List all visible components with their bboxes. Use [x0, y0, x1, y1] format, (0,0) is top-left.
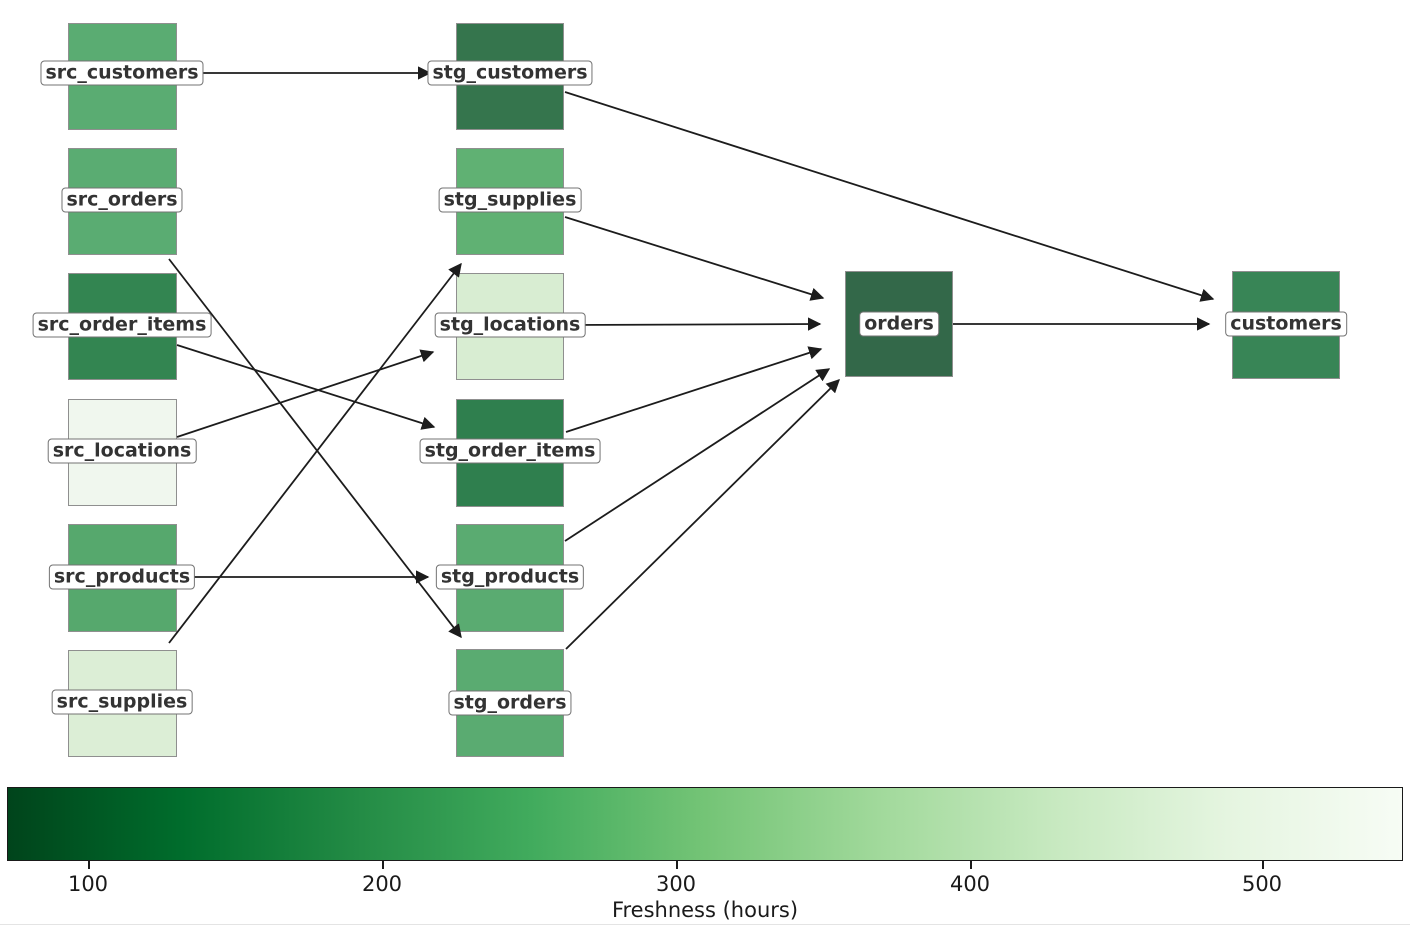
edge-src_locations-to-stg_locations [176, 349, 435, 438]
node-label-stg_locations: stg_locations [434, 312, 586, 338]
edge-stg_products-to-orders [564, 368, 831, 542]
figure-bottom-edge [0, 924, 1410, 925]
node-label-orders: orders [859, 311, 939, 337]
colorbar-tick-label-400: 400 [949, 872, 991, 896]
node-label-src_supplies: src_supplies [51, 689, 193, 715]
colorbar-tick-label-200: 200 [361, 872, 403, 896]
edge-src_supplies-to-stg_supplies [168, 262, 462, 644]
edge-stg_locations-to-orders [564, 317, 822, 331]
node-label-src_order_items: src_order_items [32, 312, 212, 338]
node-label-stg_orders: stg_orders [448, 690, 572, 716]
node-label-src_locations: src_locations [47, 438, 197, 464]
colorbar-tick-label-100: 100 [67, 872, 109, 896]
colorbar-tick-200 [382, 861, 384, 869]
node-label-src_customers: src_customers [40, 60, 204, 86]
node-label-customers: customers [1225, 311, 1347, 337]
node-label-stg_products: stg_products [435, 564, 585, 590]
colorbar-tick-300 [676, 861, 678, 869]
node-label-src_products: src_products [48, 564, 196, 590]
edge-stg_supplies-to-orders [564, 216, 825, 301]
node-label-stg_customers: stg_customers [427, 60, 593, 86]
edge-stg_customers-to-customers [564, 91, 1215, 302]
edge-stg_orders-to-orders [565, 379, 840, 650]
colorbar-gradient [7, 787, 1403, 861]
edge-src_order_items-to-stg_order_items [176, 344, 436, 430]
node-label-stg_order_items: stg_order_items [419, 438, 601, 464]
node-label-src_orders: src_orders [61, 187, 183, 213]
edge-src_orders-to-stg_orders [168, 258, 462, 639]
node-label-stg_supplies: stg_supplies [438, 187, 582, 213]
colorbar-tick-label-300: 300 [655, 872, 697, 896]
colorbar-tick-400 [970, 861, 972, 869]
colorbar-axis-label: Freshness (hours) [611, 898, 799, 922]
colorbar-tick-label-500: 500 [1241, 872, 1283, 896]
colorbar-tick-100 [88, 861, 90, 869]
colorbar-tick-500 [1262, 861, 1264, 869]
edge-stg_order_items-to-orders [565, 346, 823, 433]
